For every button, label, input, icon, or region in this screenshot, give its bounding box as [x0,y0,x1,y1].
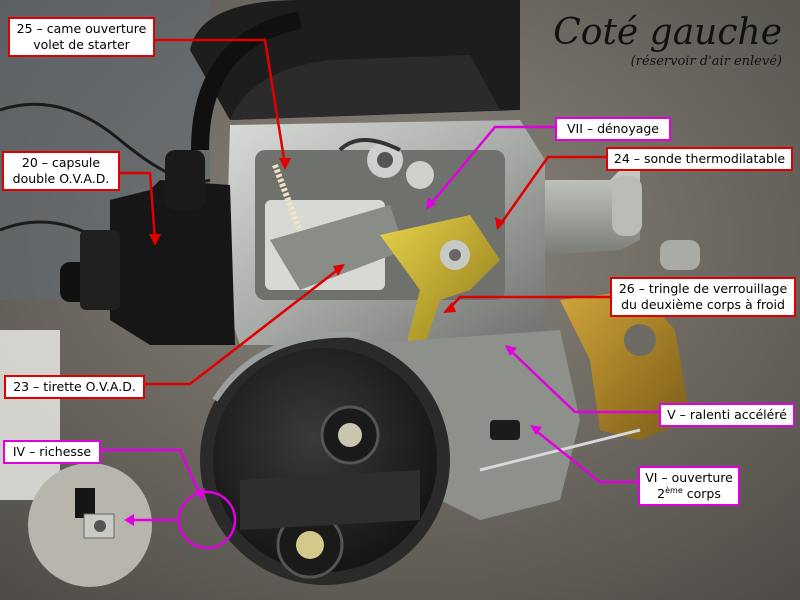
label-vii-denoyage: VII – dénoyage [555,117,671,141]
label-25-came-ouverture: 25 – came ouverture volet de starter [8,17,155,57]
title-block: Coté gauche (réservoir d'air enlevé) [553,12,782,70]
label-line: V – ralenti accéléré [667,407,787,422]
label-line: 2ème corps [645,486,733,502]
page-title: Coté gauche [553,12,782,53]
ovad-capsule [110,180,235,345]
label-line: volet de starter [33,37,130,52]
choke-lever [270,205,405,290]
page-subtitle: (réservoir d'air enlevé) [630,54,782,69]
label-line: 25 – came ouverture [16,21,147,36]
label-line: VI – ouverture [645,470,733,485]
label-line: 26 – tringle de verrouillage [618,281,788,296]
label-part: corps [682,486,721,501]
magenta-leader-lines [95,125,660,522]
label-line: IV – richesse [12,444,92,459]
brass-lever [380,215,500,360]
label-26-tringle: 26 – tringle de verrouillage du deuxième… [610,277,796,317]
label-line: double O.V.A.D. [12,171,110,186]
label-20-capsule: 20 – capsule double O.V.A.D. [2,151,120,191]
label-line: 24 – sonde thermodilatable [613,151,786,166]
label-v-ralenti: V – ralenti accéléré [659,403,795,427]
label-part: 2 [657,486,666,501]
bracket [560,290,690,440]
label-23-tirette: 23 – tirette O.V.A.D. [4,375,145,399]
label-line: VII – dénoyage [567,121,659,136]
label-24-sonde: 24 – sonde thermodilatable [606,147,793,171]
label-vi-ouverture: VI – ouverture 2ème corps [638,466,740,506]
label-line: 20 – capsule [21,155,101,170]
vacuum-hose [191,11,302,151]
label-iv-richesse: IV – richesse [3,440,101,464]
label-line: du deuxième corps à froid [621,297,785,312]
label-superscript: ème [665,485,683,495]
label-line: 23 – tirette O.V.A.D. [13,379,136,394]
